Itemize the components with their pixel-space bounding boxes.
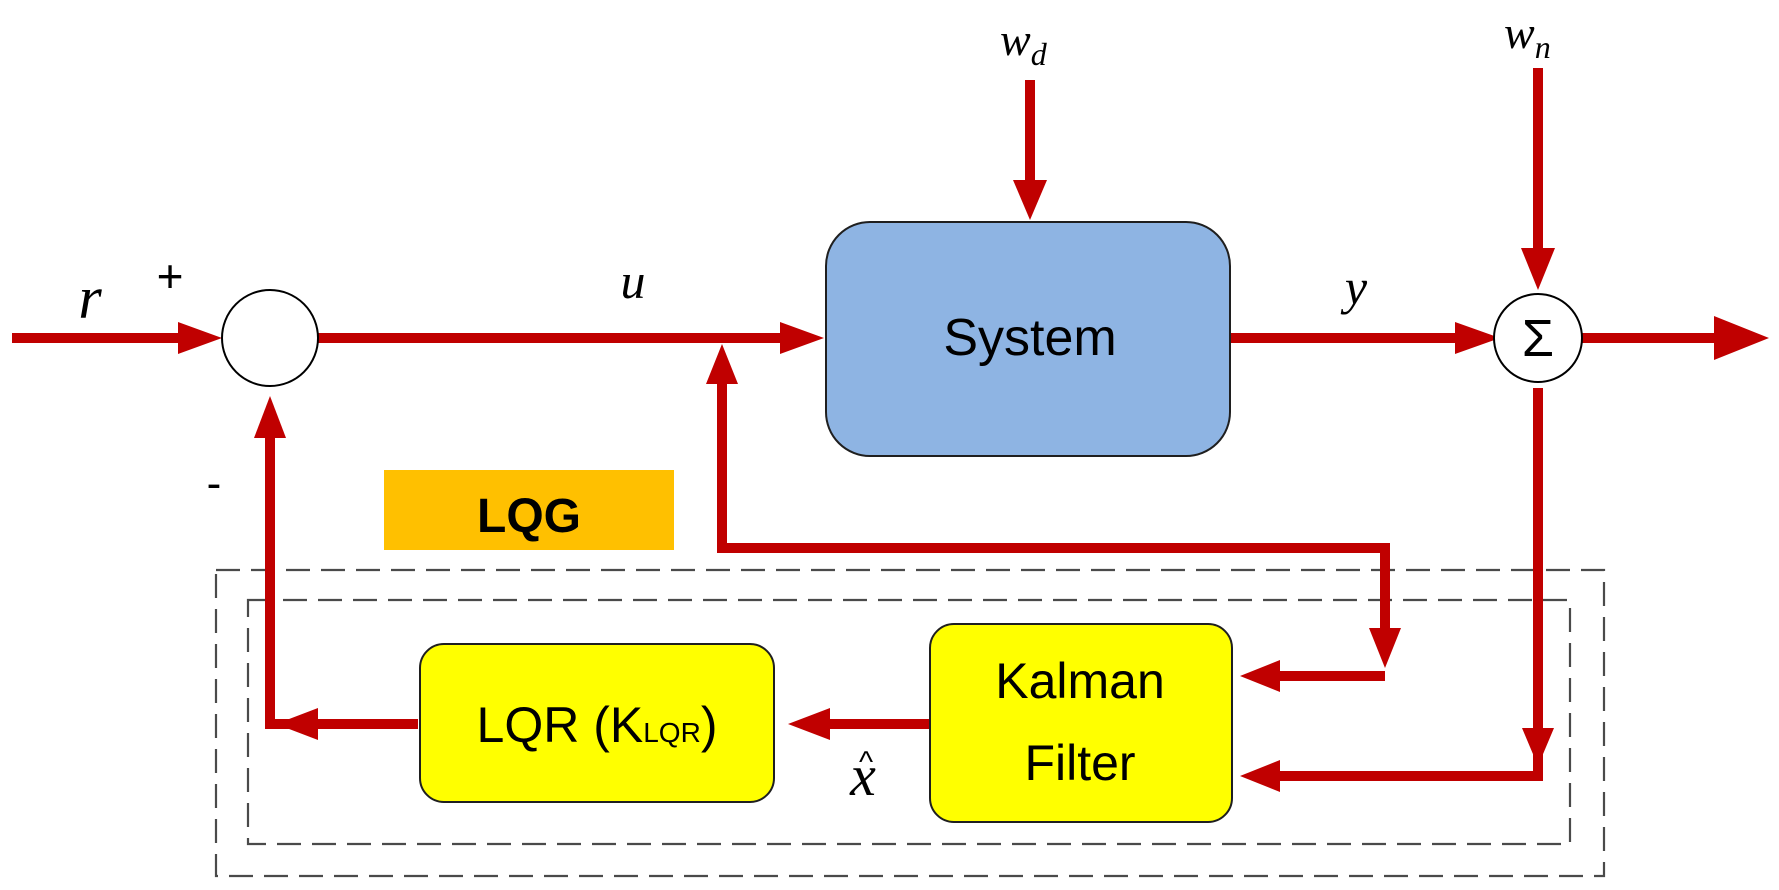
output-arrowhead: [1455, 322, 1500, 354]
kalman-label-line2: Filter: [1024, 735, 1135, 791]
state-estimate-symbol: x: [849, 743, 876, 808]
kalman-label-line1: Kalman: [995, 653, 1165, 709]
disturbance-arrowhead: [1013, 180, 1047, 220]
control-feedback-line: [717, 384, 1390, 638]
sigma-symbol: Σ: [1522, 310, 1554, 368]
disturbance-subscript: d: [1031, 36, 1048, 72]
kalman-control-arrowhead: [1240, 660, 1280, 692]
lqr-feedback-line: [265, 438, 418, 729]
disturbance-label: wd: [1000, 14, 1048, 72]
noise-label: wn: [1504, 7, 1551, 65]
lqr-label: LQR (KLQR): [477, 697, 718, 753]
control-down-arrowhead: [1369, 628, 1401, 668]
kalman-measurement-arrowhead: [1240, 760, 1280, 792]
measurement-down-arrowhead: [1522, 728, 1554, 766]
hat-accent: ^: [859, 746, 873, 779]
noise-subscript: n: [1535, 29, 1551, 65]
estimate-arrowhead: [788, 708, 830, 740]
kalman-filter-block: [929, 623, 1233, 823]
control-feedback-arrowhead: [706, 344, 738, 384]
noise-base: w: [1504, 7, 1535, 58]
noise-summing-junction: [1493, 293, 1583, 383]
system-label: System: [943, 309, 1116, 367]
noise-arrowhead: [1521, 248, 1555, 290]
feedback-up-arrowhead: [254, 396, 286, 438]
output-label: y: [1340, 259, 1368, 315]
lqg-label: LQG: [477, 490, 581, 543]
lqr-output-arrowhead: [276, 708, 318, 740]
lqg-outer-boundary: [214, 568, 1606, 878]
lqg-inner-boundary: [246, 598, 1572, 846]
measured-output-arrowhead: [1714, 316, 1769, 360]
reference-arrowhead: [178, 322, 222, 354]
lqr-gain: K: [610, 697, 643, 753]
reference-label: r: [78, 265, 102, 331]
lqr-suffix: ): [701, 697, 718, 753]
reference-summing-junction: [221, 289, 319, 387]
control-label: u: [621, 253, 646, 309]
control-arrowhead: [780, 322, 824, 354]
state-estimate-label: x ^: [849, 743, 876, 808]
measurement-to-kalman-line: [1280, 388, 1543, 781]
lqr-block: [419, 643, 775, 803]
disturbance-base: w: [1000, 14, 1031, 65]
lqg-label-box: [384, 470, 674, 550]
lqr-prefix: LQR (: [477, 697, 611, 753]
plus-sign: +: [157, 250, 184, 302]
lqr-gain-subscript: LQR: [643, 717, 701, 748]
minus-sign: -: [207, 459, 222, 508]
system-block: [825, 221, 1231, 457]
